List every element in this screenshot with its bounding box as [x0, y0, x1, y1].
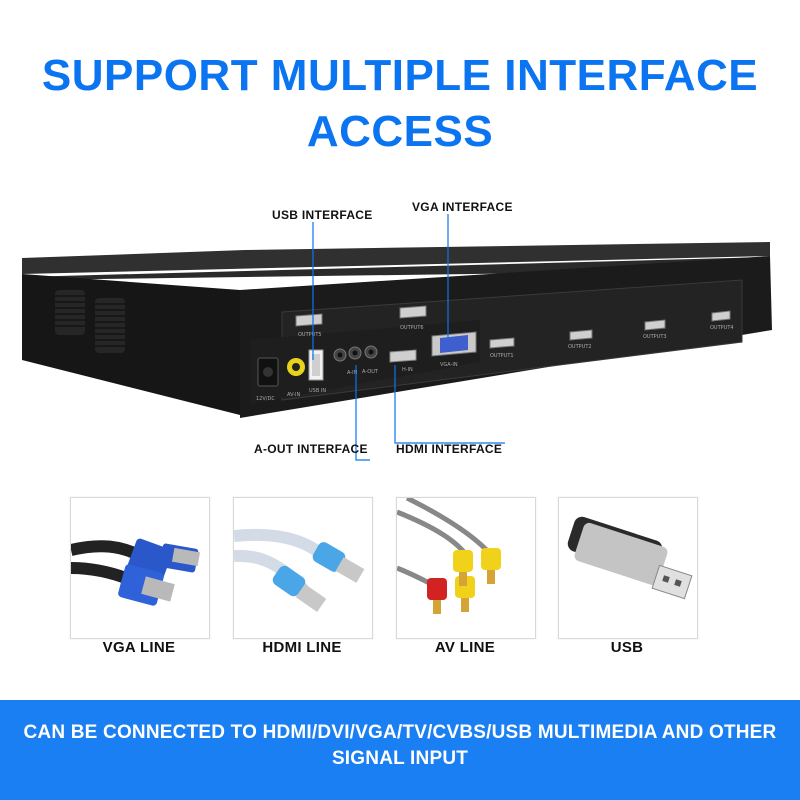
port-label-usb-in: USB IN [309, 388, 326, 394]
port-label-output6: OUTPUT6 [400, 325, 424, 331]
callout-a-out-interface: A-OUT INTERFACE [254, 442, 368, 456]
callout-vga-interface: VGA INTERFACE [412, 200, 513, 214]
device-left-side [22, 274, 240, 415]
hdmi-cable-icon [234, 528, 365, 613]
bottom-banner: CAN BE CONNECTED TO HDMI/DVI/VGA/TV/CVBS… [0, 700, 800, 800]
port-label-output5: OUTPUT5 [298, 332, 322, 338]
headline-line-2: ACCESS [306, 107, 494, 156]
tile-vga [70, 497, 210, 639]
tile-label-vga: VGA LINE [102, 639, 176, 656]
vga-cable-icon [71, 538, 201, 606]
tile-label-av: AV LINE [434, 639, 496, 656]
cable-tiles: VGA LINE HDMI LINE AV LINE [0, 497, 800, 667]
port-label-power: 12V/DC [256, 396, 275, 402]
port-label-output1: OUTPUT1 [490, 353, 514, 359]
callout-usb-interface: USB INTERFACE [272, 208, 373, 222]
port-label-a-out: A-OUT [362, 369, 379, 375]
tile-usb [558, 497, 698, 639]
port-label-vga-in: VGA-IN [440, 362, 458, 368]
callout-hdmi-interface: HDMI INTERFACE [396, 442, 503, 456]
tile-hdmi [233, 497, 373, 639]
port-label-output3: OUTPUT3 [643, 334, 667, 340]
port-label-av-in: AV-IN [287, 392, 301, 398]
usb-drive-icon [567, 516, 693, 600]
port-label-output4: OUTPUT4 [710, 325, 734, 331]
tile-label-usb: USB [610, 639, 644, 656]
device-top [22, 257, 770, 280]
port-label-hdmi-in: H-IN [402, 367, 413, 373]
port-label-output2: OUTPUT2 [568, 344, 592, 350]
av-cable-icon [397, 498, 501, 614]
tile-label-hdmi: HDMI LINE [262, 639, 342, 656]
headline: SUPPORT MULTIPLE INTERFACE ACCESS [0, 48, 800, 160]
video-wall-controller: 12V/DC AV-IN USB IN A-IN A-OUT H-IN VGA-… [0, 190, 800, 480]
banner-text: CAN BE CONNECTED TO HDMI/DVI/VGA/TV/CVBS… [23, 722, 777, 769]
port-label-a-in: A-IN [347, 370, 358, 376]
headline-line-1: SUPPORT MULTIPLE INTERFACE [41, 51, 759, 100]
tile-av [396, 497, 536, 639]
